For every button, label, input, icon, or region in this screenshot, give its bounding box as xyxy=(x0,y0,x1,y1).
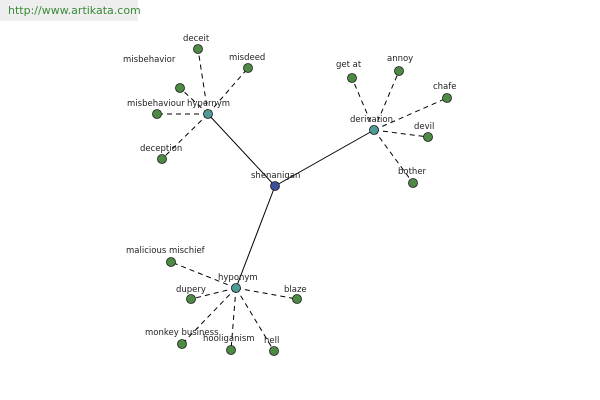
nodes-layer: deceit misdeed misbehavior misbehaviour dece… xyxy=(123,34,457,356)
label-misbehavior: misbehavior xyxy=(123,55,176,65)
label-hell: hell xyxy=(264,336,279,346)
label-chafe: chafe xyxy=(433,82,457,92)
label-dupery: dupery xyxy=(176,285,206,295)
hub-label-hypernym: hypernym xyxy=(187,99,230,109)
edge-hyponym-monkey-business xyxy=(181,287,237,345)
node-bother[interactable] xyxy=(408,178,418,188)
label-misbehaviour: misbehaviour xyxy=(127,99,185,109)
label-annoy: annoy xyxy=(387,54,413,64)
edge-hyponym-hooliganism xyxy=(230,287,237,351)
label-devil: devil xyxy=(414,122,434,132)
label-deceit: deceit xyxy=(183,34,210,44)
edge-hypernym-deception xyxy=(161,113,209,160)
node-get-at[interactable] xyxy=(347,73,357,83)
node-monkey-business[interactable] xyxy=(177,339,187,349)
node-blaze[interactable] xyxy=(292,294,302,304)
edge-hyponym-dupery xyxy=(190,287,237,300)
hub-node-hyponym[interactable] xyxy=(231,283,241,293)
center-node[interactable] xyxy=(270,181,280,191)
label-blaze: blaze xyxy=(284,285,307,295)
node-devil[interactable] xyxy=(423,132,433,142)
hub-node-derivation[interactable] xyxy=(369,125,379,135)
edge-derivation-annoy xyxy=(373,70,400,131)
edge-hypernym-deceit xyxy=(197,48,209,115)
edge-derivation-get-at xyxy=(351,77,375,131)
node-annoy[interactable] xyxy=(394,66,404,76)
edge-hyponym-hell xyxy=(235,287,275,352)
node-deceit[interactable] xyxy=(193,44,203,54)
node-hell[interactable] xyxy=(269,346,279,356)
node-misbehaviour[interactable] xyxy=(152,109,162,119)
node-dupery[interactable] xyxy=(186,294,196,304)
label-get-at: get at xyxy=(336,60,362,70)
edge-derivation-chafe xyxy=(373,97,448,131)
edge-hypernym-misbehavior xyxy=(179,87,209,115)
edge-center-hyponym xyxy=(235,185,276,289)
label-deception: deception xyxy=(140,144,182,154)
label-malicious-mischief: malicious mischief xyxy=(126,246,206,256)
edge-hypernym-misdeed xyxy=(207,67,249,115)
label-misdeed: misdeed xyxy=(229,53,265,63)
node-chafe[interactable] xyxy=(442,93,452,103)
hub-label-hyponym: hyponym xyxy=(218,273,258,283)
label-hooliganism: hooliganism xyxy=(203,334,255,344)
hub-node-hypernym[interactable] xyxy=(203,109,213,119)
node-misbehavior[interactable] xyxy=(175,83,185,93)
edge-hyponym-blaze xyxy=(235,287,298,300)
node-malicious-mischief[interactable] xyxy=(166,257,176,267)
edge-hyponym-malicious-mischief xyxy=(170,261,237,289)
label-monkey-business: monkey business xyxy=(145,328,219,338)
edge-center-derivation xyxy=(274,129,375,187)
center-label: shenanigan xyxy=(251,171,300,181)
node-deception[interactable] xyxy=(157,154,167,164)
hub-label-derivation: derivation xyxy=(350,115,393,125)
label-bother: bother xyxy=(398,167,427,177)
edges-layer xyxy=(157,48,448,352)
watermark-url[interactable]: http://www.artikata.com xyxy=(0,0,141,21)
edge-derivation-devil xyxy=(373,129,429,138)
edge-center-hypernym xyxy=(207,113,276,187)
edge-derivation-bother xyxy=(373,129,414,184)
node-misdeed[interactable] xyxy=(243,63,253,73)
node-hooliganism[interactable] xyxy=(226,345,236,355)
